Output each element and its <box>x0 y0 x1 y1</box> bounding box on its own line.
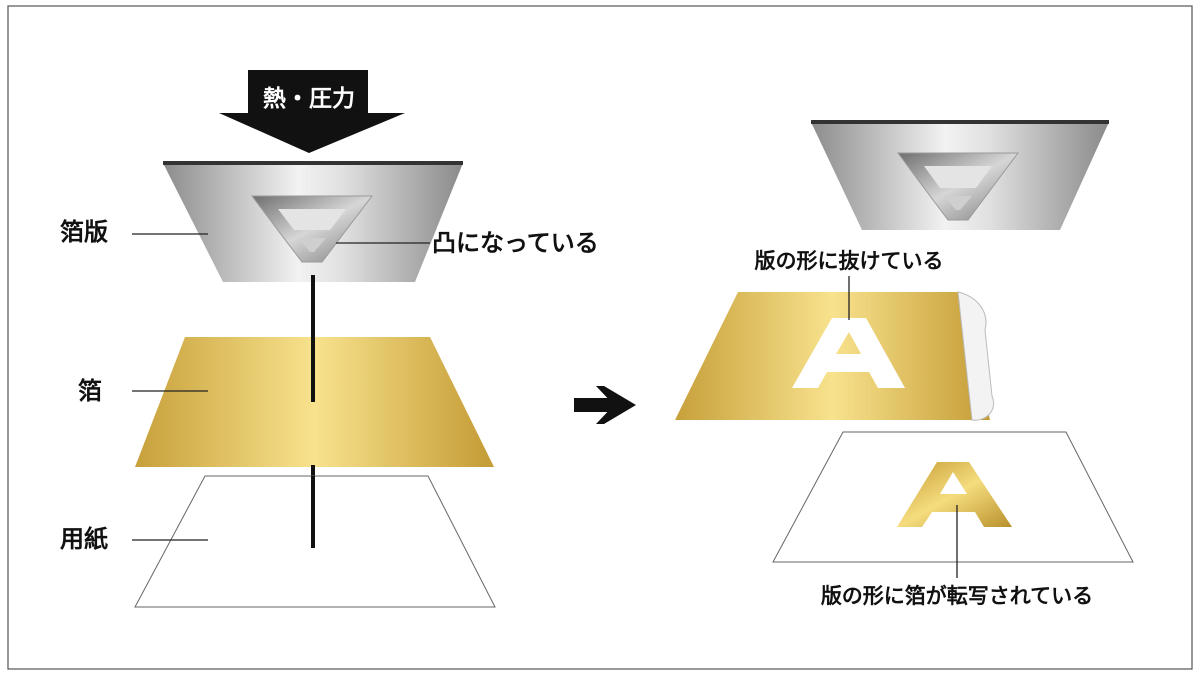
foil-label: 箔 <box>78 377 102 405</box>
plate-label: 箔版 <box>60 218 108 246</box>
stamping-plate <box>163 161 463 282</box>
raised-letter-relief <box>250 195 374 263</box>
lifted-plate <box>811 120 1109 230</box>
transferred-gold-letter <box>897 462 1012 527</box>
transfer-label: 版の形に箔が転写されている <box>821 584 1093 608</box>
diagram-frame <box>7 5 1193 670</box>
heat-pressure-label: 熱・圧力 <box>263 86 355 112</box>
cutout-label: 版の形に抜けている <box>755 249 944 273</box>
paper-label: 用紙 <box>60 525 108 553</box>
used-foil-sheet <box>675 291 994 421</box>
foil-cutout-letter <box>792 318 905 388</box>
raised-label: 凸になっている <box>432 229 599 257</box>
heat-pressure-arrow <box>219 70 405 153</box>
result-arrow-icon <box>574 386 636 424</box>
